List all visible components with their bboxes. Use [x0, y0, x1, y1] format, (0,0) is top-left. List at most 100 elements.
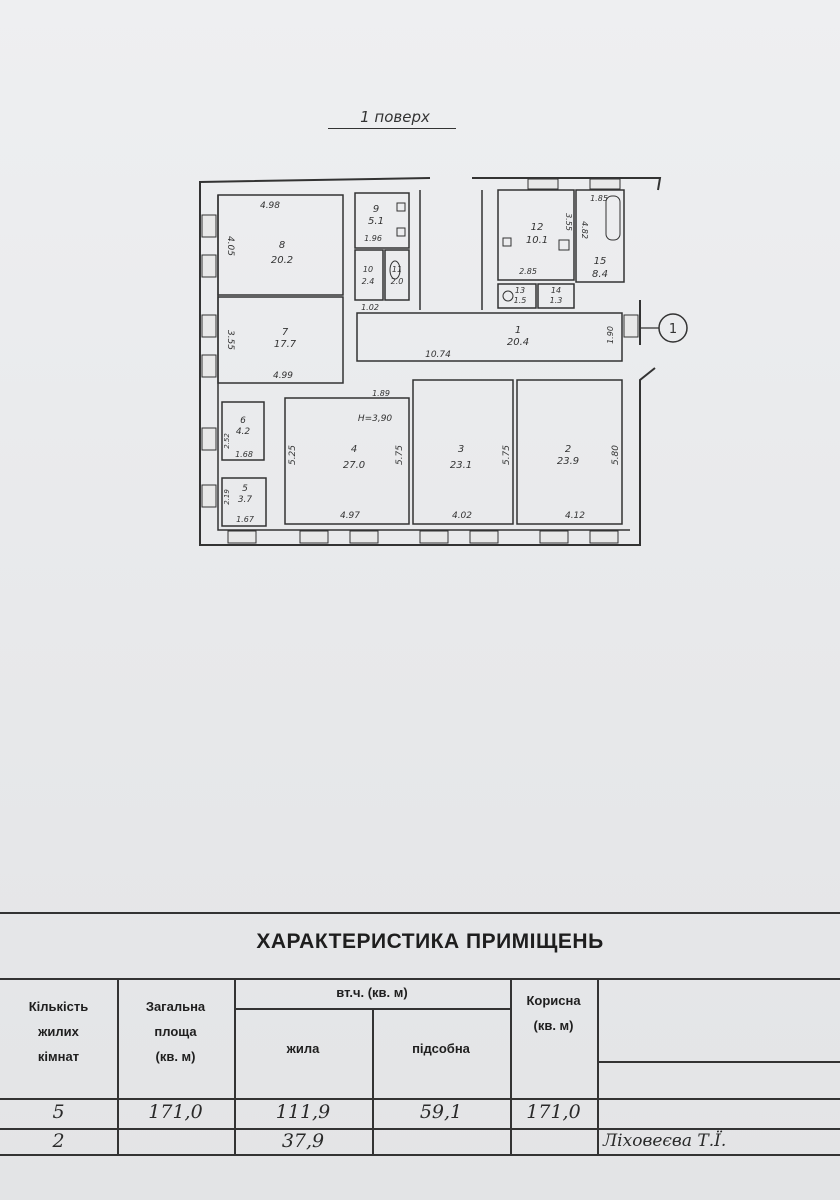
room-8-area: 20.2 [271, 255, 293, 266]
window-n2 [589, 178, 621, 190]
room-3-area: 23.1 [450, 460, 472, 471]
dim-10-width: 1.02 [361, 303, 379, 312]
room-8-outline [217, 194, 344, 296]
dim-6-height: 2.52 [223, 433, 231, 449]
room-6-number: 6 [240, 416, 246, 426]
header-useful-line1: Корисна [526, 993, 581, 1008]
dim-3-height: 5.75 [502, 445, 512, 465]
bathtub-fixture [605, 195, 621, 241]
room-3-number: 3 [458, 444, 464, 455]
header-total-line3: (кв. м) [155, 1049, 196, 1064]
window-w1 [201, 214, 217, 238]
toilet-fixture [389, 260, 401, 280]
room-7-number: 7 [282, 327, 289, 338]
window-s7 [589, 530, 619, 544]
row2-living: 37,9 [281, 1130, 325, 1152]
dim-passage: 1.89 [372, 389, 390, 398]
dim-5-width: 1.67 [236, 515, 255, 524]
window-s2 [299, 530, 329, 544]
row1-aux: 59,1 [419, 1101, 463, 1123]
room-12-basin [558, 239, 570, 251]
row1-rooms: 5 [52, 1101, 65, 1123]
header-total: Загальна площа (кв. м) [117, 994, 234, 1069]
room-14-area: 1.3 [550, 296, 563, 305]
room-5-area: 3.7 [238, 495, 253, 505]
window-s4 [419, 530, 449, 544]
room-11-outline [384, 249, 410, 301]
header-rooms-line1: Кількість [28, 999, 89, 1014]
room-13-number: 13 [515, 286, 525, 295]
room-10-area: 2.4 [362, 277, 375, 286]
dim-7-height: 3.55 [225, 330, 235, 350]
dim-4-height: 5.25 [288, 445, 298, 465]
ceiling-height: H=3,90 [358, 414, 393, 424]
room-14-number: 14 [551, 286, 561, 295]
header-rooms-line2: жилих [38, 1024, 79, 1039]
table-title: ХАРАКТЕРИСТИКА ПРИМІЩЕНЬ [256, 930, 604, 953]
dim-4-width: 4.97 [340, 511, 360, 521]
room-12-area: 10.1 [526, 235, 548, 246]
window-w4 [201, 354, 217, 378]
room-1-outline [356, 312, 623, 362]
room-15-outline [575, 189, 625, 283]
window-s5 [469, 530, 499, 544]
room-13-outline [497, 283, 537, 309]
room-2-outline [516, 379, 623, 525]
dim-9-width: 1.96 [364, 234, 382, 243]
header-total-line2: площа [154, 1024, 197, 1039]
inspector-signature: Ліховеєва Т.Ї. [603, 1131, 727, 1151]
floor-title: 1 поверх [360, 108, 430, 126]
room-15-number: 15 [594, 256, 607, 267]
dim-5-height: 2.19 [223, 489, 231, 505]
room-6-outline [221, 401, 265, 461]
room-4-number: 4 [351, 444, 357, 455]
window-w3 [201, 314, 217, 338]
dim-15-height: 4.82 [580, 221, 589, 239]
window-w5 [201, 427, 217, 451]
table-rule-row1 [0, 1128, 840, 1130]
window-s6 [539, 530, 569, 544]
window-w2 [201, 254, 217, 278]
room-12-number: 12 [531, 222, 544, 233]
header-useful-line2: (кв. м) [533, 1018, 574, 1033]
dim-7-width: 4.99 [273, 371, 293, 381]
outer-wall-northeast [472, 177, 662, 191]
room-6-area: 4.2 [236, 427, 251, 437]
table-rule-top [0, 978, 840, 980]
room-4-outline [284, 397, 410, 525]
dim-3-width: 4.02 [452, 511, 472, 521]
room-7-outline [217, 296, 344, 384]
room-11-area: 2.0 [391, 277, 404, 286]
dim-8-width: 4.98 [260, 201, 280, 211]
table-col-3 [372, 1008, 374, 1154]
room-9-area: 5.1 [368, 216, 384, 227]
table-col-5 [597, 978, 599, 1154]
room-12-fixture [502, 237, 512, 247]
room-12-outline [497, 189, 575, 281]
room-13-toilet [502, 290, 514, 302]
characteristics-table: Кількість жилих кімнат Загальна площа (к… [0, 978, 840, 1200]
table-rule-right [597, 1061, 840, 1063]
dim-8-height: 4.05 [225, 236, 235, 256]
header-aux: підсобна [412, 1041, 470, 1056]
row2-rooms: 2 [52, 1130, 65, 1152]
room-2-number: 2 [565, 444, 571, 455]
dim-15-width: 1.85 [590, 194, 608, 203]
header-total-line1: Загальна [145, 999, 206, 1014]
room-5-number: 5 [242, 484, 248, 494]
row1-total: 171,0 [148, 1101, 203, 1123]
header-rooms-line3: кімнат [37, 1049, 80, 1064]
header-living: жила [286, 1041, 320, 1056]
dim-corridor-length: 10.74 [425, 350, 451, 360]
window-w6 [201, 484, 217, 508]
floor-title-underline [328, 128, 456, 129]
dim-2-width: 4.12 [565, 511, 585, 521]
floor-plan: 8 20.2 7 17.7 9 5.1 10 2.4 11 2.0 12 10.… [199, 177, 688, 546]
row1-living: 111,9 [275, 1101, 331, 1123]
room-9-outline [354, 192, 410, 249]
outer-wall-west [199, 177, 641, 546]
dim-2-height: 5.80 [611, 445, 621, 465]
room-10-outline [354, 249, 384, 301]
room-7-area: 17.7 [274, 339, 297, 350]
room-3-outline [412, 379, 514, 525]
